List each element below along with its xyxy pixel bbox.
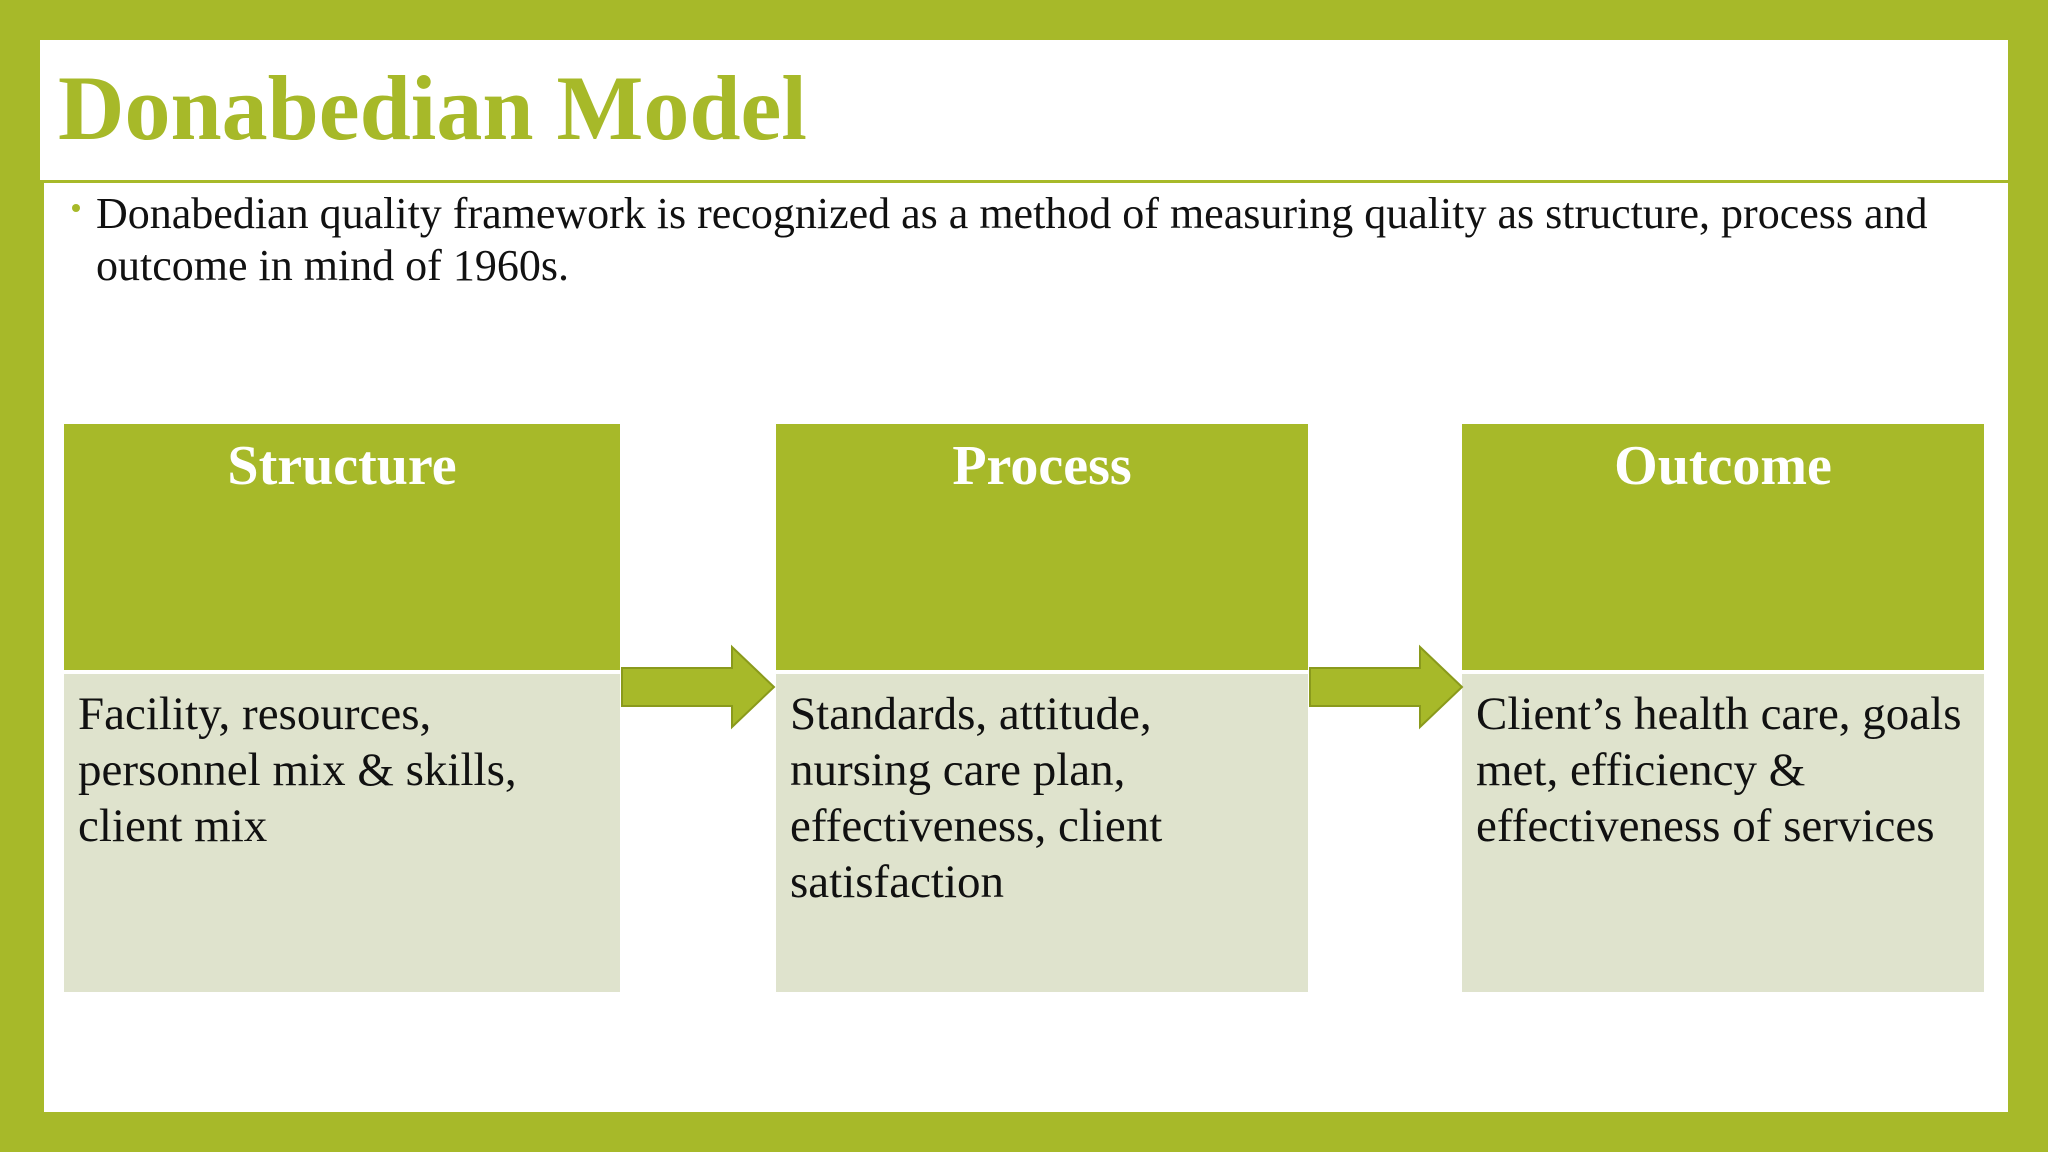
process-heading: Process (776, 424, 1308, 670)
arrow-structure-to-process-icon (621, 644, 776, 730)
structure-description: Facility, resources, personnel mix & ski… (64, 674, 620, 992)
arrow-process-to-outcome-icon (1309, 644, 1464, 730)
slide-title: Donabedian Model (58, 57, 807, 159)
left-border-line (40, 180, 44, 1112)
structure-heading: Structure (64, 424, 620, 670)
process-description: Standards, attitude, nursing care plan, … (776, 674, 1308, 992)
outcome-heading: Outcome (1462, 424, 1984, 670)
bullet-dot-icon (72, 204, 80, 212)
title-divider (40, 180, 2008, 183)
outcome-description: Client’s health care, goals met, efficie… (1462, 674, 1984, 992)
bullet-text: Donabedian quality framework is recogniz… (96, 189, 1928, 290)
